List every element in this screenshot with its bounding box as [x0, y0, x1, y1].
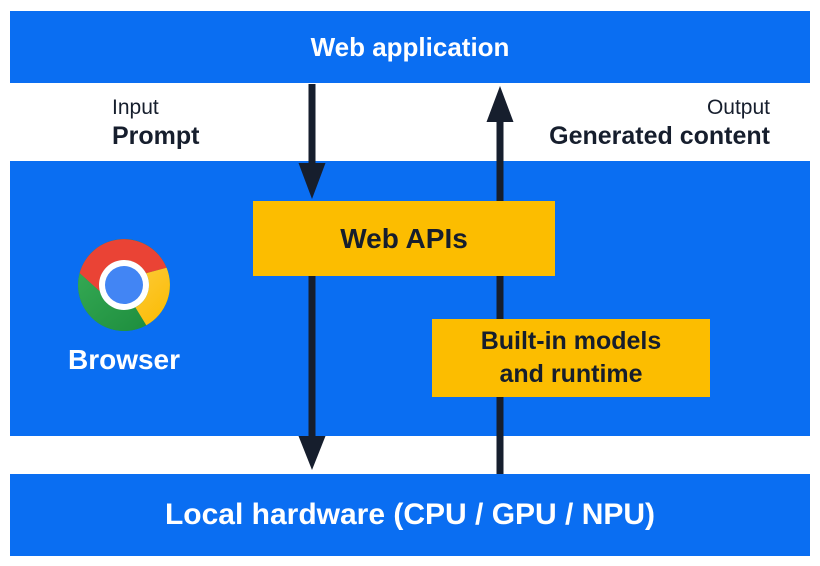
- output-value-label: Generated content: [549, 121, 770, 150]
- web-apis-box: Web APIs: [253, 201, 555, 276]
- web-application-bar: Web application: [10, 11, 810, 83]
- local-hardware-bar: Local hardware (CPU / GPU / NPU): [10, 474, 810, 556]
- builtin-models-line2: and runtime: [499, 360, 643, 388]
- web-application-label: Web application: [310, 31, 510, 62]
- browser-label: Browser: [67, 344, 181, 375]
- web-apis-label: Web APIs: [340, 222, 468, 254]
- input-label-group: Input Prompt: [112, 95, 200, 151]
- output-caption: Output: [706, 96, 770, 119]
- output-label-group: Output Generated content: [549, 95, 770, 151]
- builtin-models-line1: Built-in models: [480, 327, 662, 355]
- local-hardware-label: Local hardware (CPU / GPU / NPU): [164, 498, 656, 531]
- input-caption: Input: [112, 96, 159, 119]
- chrome-logo-icon: [78, 239, 170, 331]
- builtin-models-box: Built-in models and runtime: [432, 319, 710, 397]
- input-value-label: Prompt: [112, 121, 200, 150]
